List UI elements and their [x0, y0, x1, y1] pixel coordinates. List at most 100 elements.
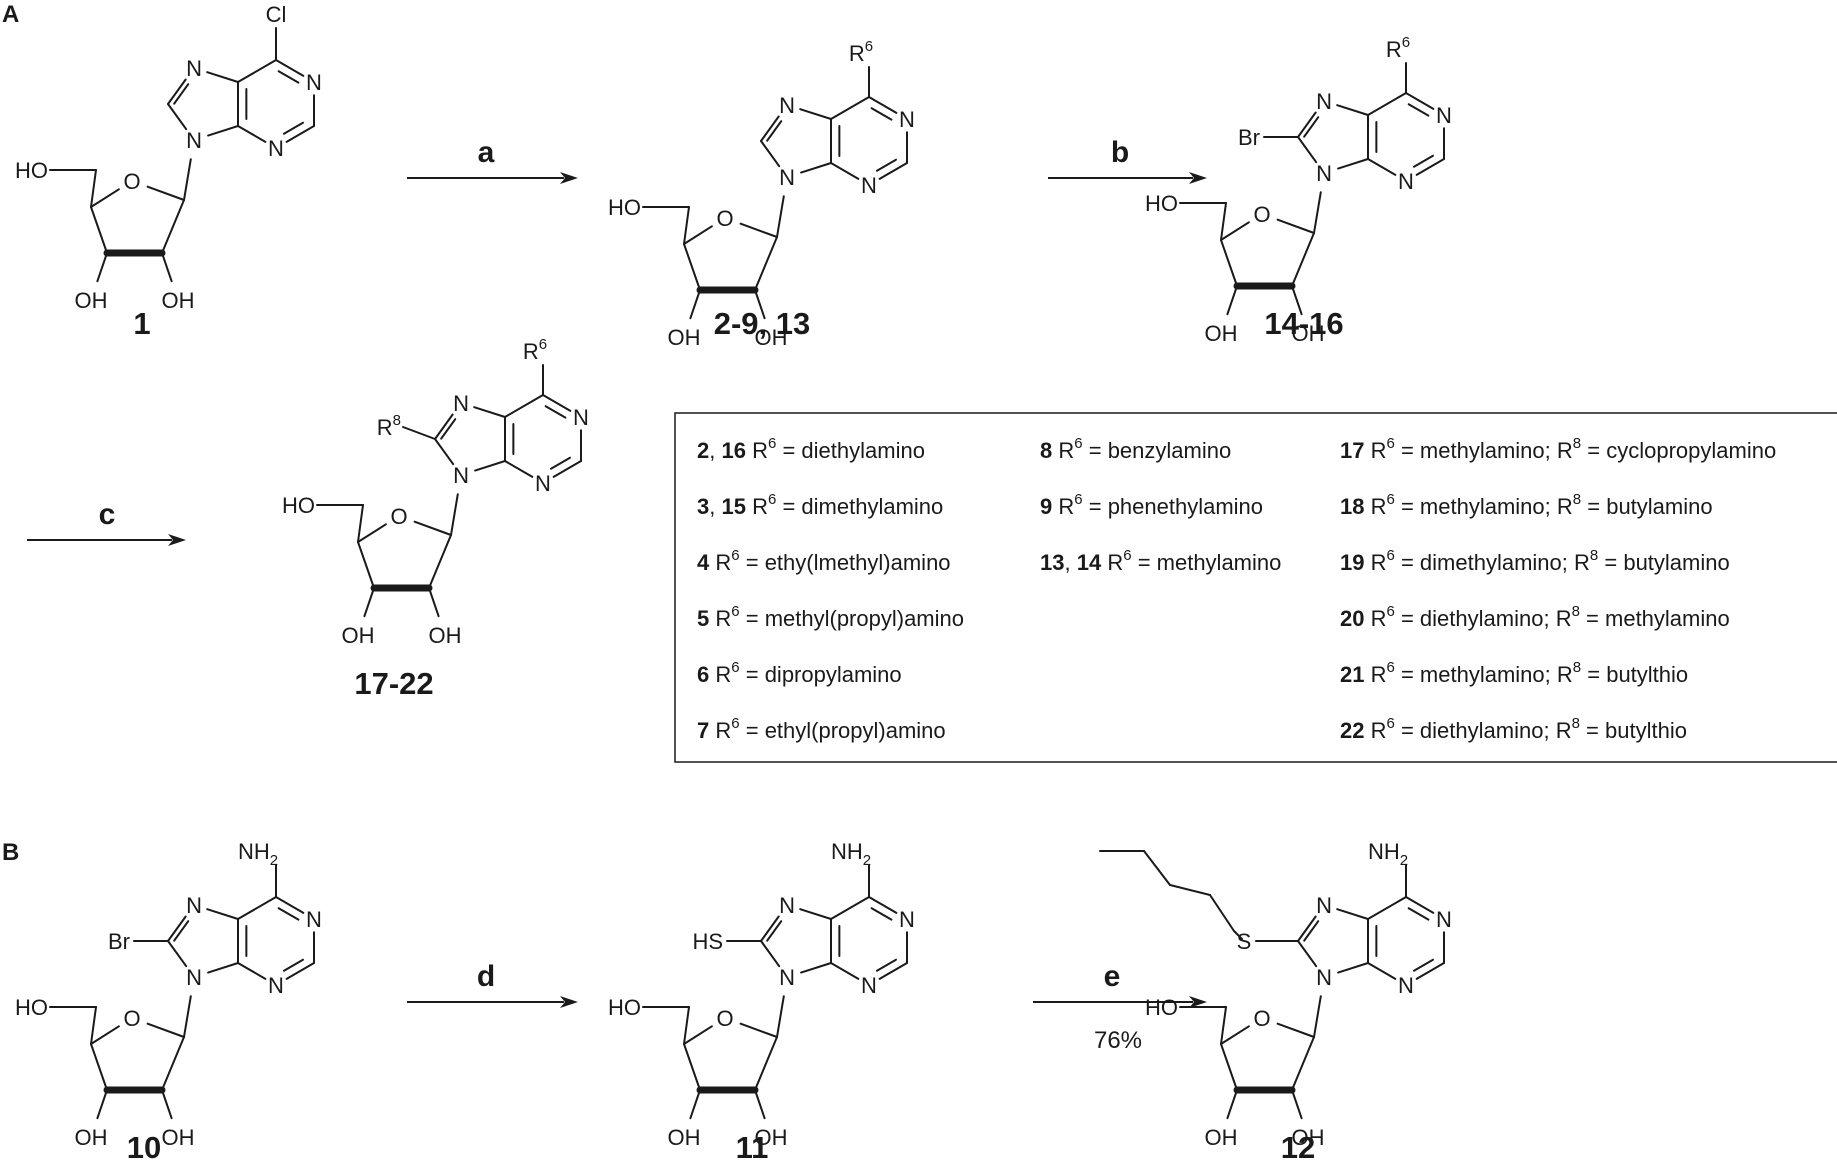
- atom-nh2: NH2: [238, 839, 278, 869]
- compound-number: 8: [1040, 438, 1052, 463]
- atom-n9: N: [1316, 161, 1332, 186]
- r-letter: R: [1371, 494, 1387, 519]
- bond: [450, 493, 459, 536]
- r6-value: = phenethylamino: [1089, 494, 1263, 519]
- bond: [776, 995, 785, 1038]
- r6-value: = dipropylamino: [746, 662, 902, 687]
- bond: [1220, 1043, 1238, 1091]
- legend-entry-col1-4: 6 R6 = dipropylamino: [697, 659, 902, 687]
- bond: [146, 185, 185, 201]
- superscript: 8: [1573, 491, 1581, 508]
- atom-r6: R6: [849, 38, 873, 66]
- atom-n7: N: [1316, 89, 1332, 114]
- double-bond: [277, 70, 300, 84]
- bond: [90, 1043, 108, 1091]
- bond: [357, 541, 375, 589]
- arrow-head: [1189, 996, 1207, 1008]
- bond: [504, 394, 544, 418]
- superscript: 6: [768, 435, 776, 452]
- atom-r6: R6: [523, 336, 547, 364]
- double-bond: [173, 920, 190, 942]
- atom-n9: N: [779, 965, 795, 990]
- bond: [799, 908, 832, 920]
- atom-oh2: OH: [162, 288, 195, 313]
- r-letter: R: [1107, 550, 1123, 575]
- superscript: 6: [731, 659, 739, 676]
- bond: [683, 1043, 701, 1091]
- bond: [90, 206, 108, 254]
- double-bond: [549, 456, 571, 470]
- compound-label-14-16: 14-16: [1264, 306, 1343, 341]
- bond: [1291, 232, 1315, 287]
- legend-entry-col3-4: 21 R6 = methylamino; R8 = butylthio: [1340, 659, 1688, 687]
- bond: [206, 71, 239, 83]
- bond: [1220, 1006, 1227, 1045]
- superscript: 8: [1573, 659, 1581, 676]
- bond: [868, 896, 898, 914]
- r6-value: = dimethylamino: [782, 494, 943, 519]
- r-letter: R: [1386, 37, 1402, 62]
- atom-n1: N: [899, 907, 915, 932]
- bond: [1367, 158, 1397, 176]
- r-letter: R: [1557, 662, 1573, 687]
- compound-label-2-9-13: 2-9, 13: [714, 306, 811, 341]
- bond: [1405, 896, 1435, 914]
- double-bond: [766, 120, 783, 142]
- atom-n3: N: [268, 973, 284, 998]
- r-letter: R: [1371, 550, 1387, 575]
- bond: [830, 162, 860, 180]
- bond: [90, 169, 97, 208]
- r-letter: R: [1058, 438, 1074, 463]
- bond: [1169, 884, 1211, 896]
- double-bond: [1303, 920, 1320, 942]
- panel-label-b: B: [2, 839, 19, 866]
- bond: [96, 1089, 108, 1120]
- bond: [1415, 158, 1445, 176]
- atom-oh3: OH: [75, 288, 108, 313]
- bond: [237, 125, 267, 143]
- atom-r6: R6: [1386, 34, 1410, 62]
- superscript-6: 6: [865, 38, 873, 55]
- r-letter: R: [1371, 718, 1387, 743]
- bond: [237, 59, 277, 83]
- atom-n3: N: [535, 471, 551, 496]
- bond: [146, 1022, 185, 1038]
- bond: [760, 915, 780, 942]
- atom-n1: N: [573, 405, 589, 430]
- double-bond: [870, 107, 893, 121]
- bond: [1415, 962, 1445, 980]
- bond: [683, 206, 690, 245]
- atom-n9: N: [779, 165, 795, 190]
- compound-number: 20: [1340, 606, 1364, 631]
- superscript: 8: [1572, 603, 1580, 620]
- double-bond: [1412, 958, 1434, 972]
- double-bond: [544, 405, 567, 419]
- bond: [1276, 1022, 1315, 1038]
- legend-entry-col3-0: 17 R6 = methylamino; R8 = cyclopropylami…: [1340, 435, 1776, 463]
- atom-ho5: HO: [608, 195, 641, 220]
- atom-n9: N: [1316, 965, 1332, 990]
- bond: [237, 962, 267, 980]
- separator: ;: [1545, 494, 1557, 519]
- substituent-legend-box: [674, 412, 1837, 763]
- superscript-8: 8: [393, 412, 401, 429]
- bond: [1337, 158, 1369, 170]
- atom-ho5: HO: [1145, 191, 1178, 216]
- bond: [683, 1006, 690, 1045]
- bond: [413, 520, 452, 536]
- separator: ;: [1562, 550, 1574, 575]
- compound-number: 18: [1340, 494, 1364, 519]
- r-letter: R: [1557, 438, 1573, 463]
- bond: [161, 1089, 173, 1120]
- arrow-head: [560, 996, 578, 1008]
- compound-number: 6: [697, 662, 709, 687]
- atom-ho5: HO: [15, 158, 48, 183]
- arrow-head: [168, 534, 186, 546]
- atom-oh2: OH: [1292, 321, 1325, 346]
- double-bond: [1303, 116, 1320, 138]
- legend-entry-col1-0: 2, 16 R6 = diethylamino: [697, 435, 925, 463]
- atom-n1: N: [1436, 907, 1452, 932]
